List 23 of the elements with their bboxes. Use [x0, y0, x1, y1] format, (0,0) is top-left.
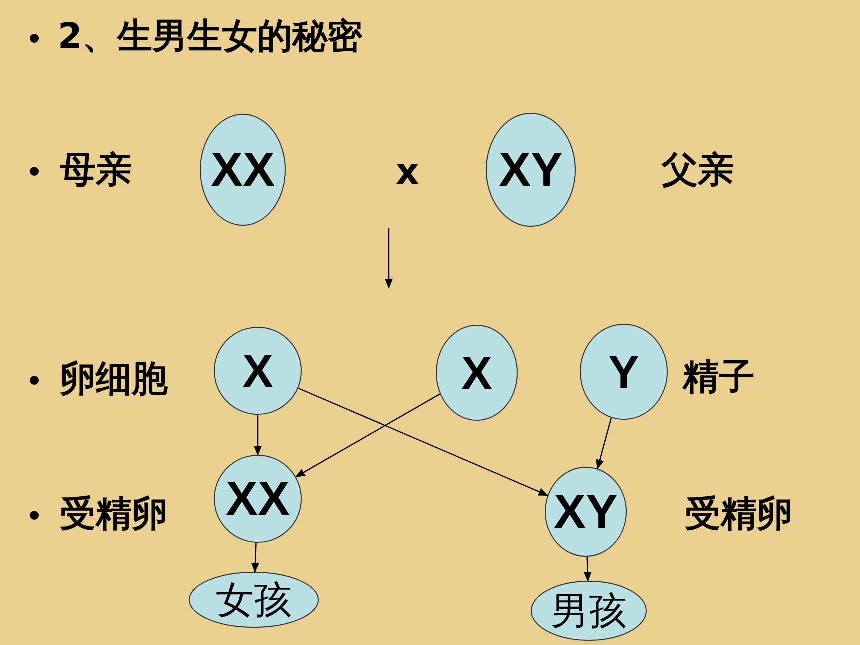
- chromosome-circle: Y: [580, 324, 668, 420]
- chromosome-circle: XY: [486, 113, 576, 227]
- cross-sign: x: [396, 155, 420, 191]
- arrow: [251, 542, 260, 573]
- arrow: [254, 415, 262, 456]
- arrow: [298, 388, 549, 496]
- chromosome-circle: XX: [214, 455, 302, 543]
- offspring-ellipse: 女孩: [189, 572, 319, 628]
- row-label: 受精卵: [685, 497, 793, 533]
- title: 2、生男生女的秘密: [58, 20, 362, 55]
- row-label: 精子: [683, 360, 755, 396]
- chromosome-circle: X: [436, 325, 518, 421]
- row-label: 父亲: [662, 153, 734, 189]
- row-label: 卵细胞: [60, 362, 168, 398]
- arrow: [584, 556, 592, 582]
- chromosome-circle: X: [214, 327, 302, 415]
- offspring-ellipse: 男孩: [531, 581, 647, 641]
- arrow: [295, 394, 440, 478]
- row-label: 母亲: [60, 153, 132, 189]
- arrow: [596, 418, 612, 470]
- chromosome-circle: XX: [200, 114, 286, 226]
- row-label: 受精卵: [60, 497, 168, 533]
- chromosome-circle: XY: [545, 467, 627, 557]
